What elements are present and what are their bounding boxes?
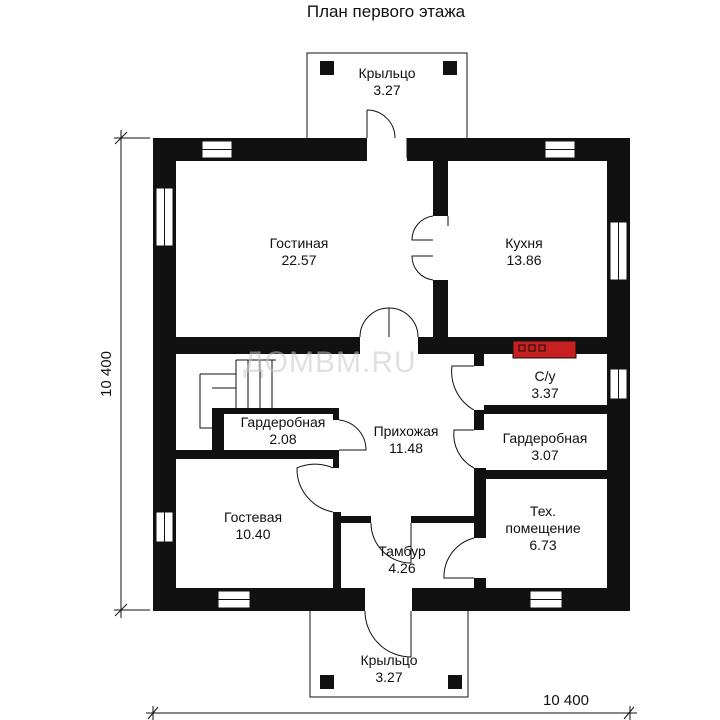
window-left-bottom (155, 511, 174, 543)
window-left-top (155, 187, 174, 247)
room-porch-top-name: Крыльцо (358, 65, 415, 81)
room-porch-bottom-area: 3.27 (375, 669, 402, 685)
door-guest (296, 463, 334, 513)
room-tech-area: 6.73 (529, 537, 556, 553)
stove (512, 340, 577, 359)
room-kitchen-area: 13.86 (506, 252, 541, 268)
room-guest-name: Гостевая (224, 509, 282, 525)
door-tech (443, 537, 475, 579)
window-right-wc (609, 368, 628, 400)
window-top-right (544, 140, 576, 159)
window-bottom-left (217, 590, 251, 609)
window-bottom-right (529, 590, 563, 609)
door-entrance-top (366, 109, 408, 158)
room-wardrobe-right-name: Гардеробная (503, 430, 588, 446)
door-entrance-bottom (364, 610, 412, 658)
room-vestibule-area: 4.26 (388, 560, 415, 576)
porch-bottom (309, 608, 469, 698)
door-vestibule (370, 522, 412, 564)
room-wardrobe-right-area: 3.07 (531, 447, 558, 463)
room-porch-bottom-name: Крыльцо (360, 652, 417, 668)
staircase (199, 359, 276, 433)
room-living-area: 22.57 (281, 252, 316, 268)
door-kitchen (411, 215, 449, 281)
room-hall-area: 11.48 (389, 440, 423, 456)
room-porch-top-area: 3.27 (373, 82, 400, 98)
room-living-name: Гостиная (270, 235, 329, 251)
watermark: ДОМВМ.RU (243, 346, 416, 379)
dimension-width-label: 10 400 (543, 692, 589, 709)
door-wardrobe-right (453, 429, 475, 469)
windows (155, 140, 628, 609)
dimension-horizontal: 10 400 (146, 692, 637, 720)
room-wardrobe-left-name: Гардеробная (241, 414, 326, 430)
room-wardrobe-left-area: 2.08 (269, 431, 296, 447)
room-tech-name-line2: помещение (505, 520, 580, 536)
room-wc-area: 3.37 (531, 385, 558, 401)
door-wc (451, 365, 475, 411)
window-right-top (609, 221, 628, 281)
dimension-height-label: 10 400 (98, 351, 115, 397)
room-guest-area: 10.40 (235, 526, 270, 542)
dimension-vertical: 10 400 (98, 130, 150, 618)
room-labels: Крыльцо 3.27 Гостиная 22.57 Кухня 13.86 … (224, 65, 587, 685)
door-living (359, 307, 419, 338)
window-top-left (201, 140, 233, 159)
porch-top (306, 52, 468, 138)
door-wardrobe-left (338, 419, 367, 451)
room-wc-name: С/у (535, 368, 556, 384)
room-kitchen-name: Кухня (505, 235, 542, 251)
room-tech-name-line1: Тех. (530, 503, 556, 519)
plan-title: План первого этажа (307, 2, 466, 21)
room-hall-name: Прихожая (374, 423, 439, 439)
doors (296, 109, 475, 658)
room-vestibule-name: Тамбур (378, 543, 426, 559)
